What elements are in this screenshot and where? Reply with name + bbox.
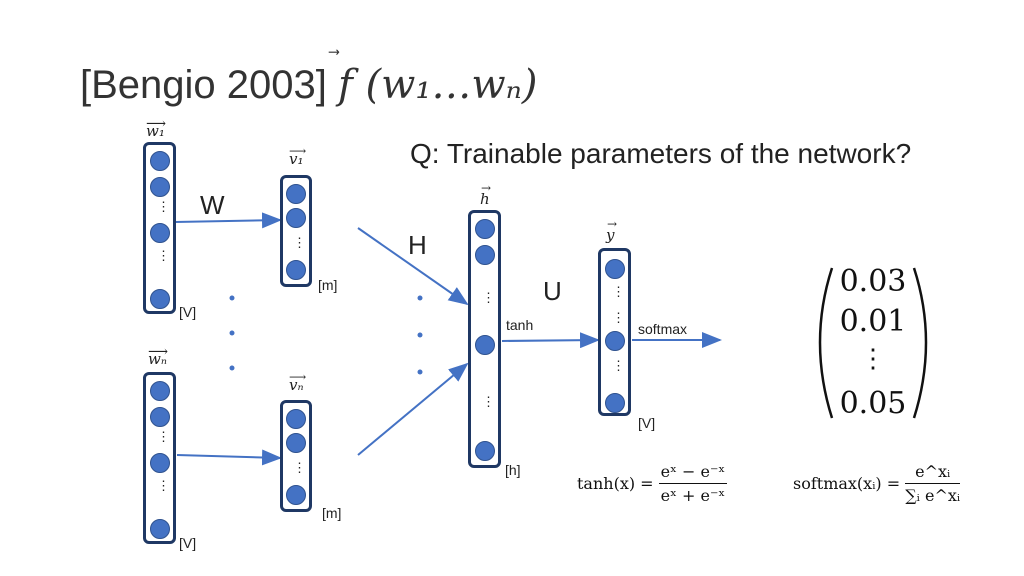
output-layer-y: ⋮ ⋮ ⋮ bbox=[598, 248, 631, 416]
vertical-ellipsis-icon: ⋮ bbox=[293, 460, 306, 475]
input-vector-w1: ⋮ ⋮ bbox=[143, 142, 176, 314]
label-weight-U: U bbox=[543, 276, 562, 306]
probability-value: 0.03 bbox=[839, 264, 907, 299]
neuron bbox=[605, 393, 625, 413]
h-arrow-icon: → bbox=[481, 181, 492, 195]
vertical-ellipsis-icon: ⋮ bbox=[482, 290, 495, 305]
dim-label-mn: [m] bbox=[322, 505, 342, 521]
question-text: Q: Trainable parameters of the network? bbox=[410, 138, 912, 169]
y-arrow-icon: → bbox=[607, 217, 618, 231]
neuron bbox=[286, 433, 306, 453]
arrow-vn-h bbox=[357, 362, 469, 456]
tanh-numerator: eˣ − e⁻ˣ bbox=[658, 462, 728, 484]
ellipsis-dot bbox=[417, 295, 423, 301]
dim-label-m1: [m] bbox=[318, 277, 338, 293]
probability-value: 0.05 bbox=[839, 386, 907, 421]
dim-label-Vn: [V] bbox=[179, 535, 197, 551]
probability-ellipsis: ⋮ bbox=[860, 344, 886, 374]
vertical-ellipsis-icon: ⋮ bbox=[612, 358, 625, 373]
neuron bbox=[605, 259, 625, 279]
neuron bbox=[286, 485, 306, 505]
softmax-formula: softmax(xᵢ) = e^xᵢ ∑ᵢ e^xᵢ bbox=[793, 462, 961, 505]
matrix-left-paren bbox=[818, 267, 834, 419]
tanh-fraction: eˣ − e⁻ˣ eˣ + e⁻ˣ bbox=[658, 462, 728, 505]
ellipsis-dot bbox=[229, 365, 235, 371]
softmax-fraction: e^xᵢ ∑ᵢ e^xᵢ bbox=[905, 462, 961, 505]
neuron bbox=[475, 219, 495, 239]
label-tanh: tanh bbox=[506, 317, 534, 333]
vertical-ellipsis-icon: ⋮ bbox=[157, 199, 170, 214]
arrow-v1-h bbox=[357, 227, 469, 306]
tanh-denominator: eˣ + e⁻ˣ bbox=[660, 486, 726, 505]
neuron bbox=[286, 184, 306, 204]
ellipsis-dot bbox=[417, 332, 423, 338]
neuron bbox=[150, 151, 170, 171]
neuron bbox=[150, 519, 170, 539]
dim-label-Vy: [V] bbox=[638, 415, 656, 431]
title-func-symbol: f bbox=[338, 62, 353, 108]
vertical-ellipsis-icon: ⋮ bbox=[612, 310, 625, 325]
arrow-h-y bbox=[501, 332, 600, 349]
embedding-vector-v1: ⋮ bbox=[280, 175, 312, 287]
neuron bbox=[150, 381, 170, 401]
embedding-vector-vn: ⋮ bbox=[280, 400, 312, 512]
arrow-wn-vn bbox=[176, 449, 282, 466]
matrix-right-paren bbox=[912, 267, 928, 419]
title-citation: [Bengio 2003] bbox=[80, 63, 327, 107]
vertical-ellipsis-icon: ⋮ bbox=[293, 235, 306, 250]
label-v1: ⟶ v₁ bbox=[289, 144, 307, 168]
neuron bbox=[286, 208, 306, 228]
tanh-formula: tanh(x) = eˣ − e⁻ˣ eˣ + e⁻ˣ bbox=[577, 462, 728, 505]
neuron bbox=[475, 441, 495, 461]
output-probability-vector: 0.03 0.01 ⋮ 0.05 bbox=[812, 262, 934, 422]
wn-arrow-icon: ⟶ bbox=[148, 344, 169, 360]
label-vn: ⟶ vₙ bbox=[289, 370, 307, 394]
neuron bbox=[286, 409, 306, 429]
label-wn: ⟶ wₙ bbox=[148, 344, 169, 368]
arrow-w1-v1 bbox=[174, 212, 282, 229]
vertical-ellipsis-icon: ⋮ bbox=[157, 248, 170, 263]
title-args: (w₁…wₙ) bbox=[365, 62, 538, 108]
neuron bbox=[150, 407, 170, 427]
softmax-denominator: ∑ᵢ e^xᵢ bbox=[905, 486, 961, 505]
w1-arrow-icon: ⟶ bbox=[146, 116, 167, 132]
tanh-formula-lhs: tanh(x) = bbox=[577, 474, 654, 493]
vertical-ellipsis-icon: ⋮ bbox=[482, 394, 495, 409]
input-vector-wn: ⋮ ⋮ bbox=[143, 372, 176, 544]
neuron bbox=[475, 245, 495, 265]
title-function: f⃗ bbox=[338, 62, 366, 108]
v1-arrow-icon: ⟶ bbox=[289, 144, 307, 158]
label-weight-W: W bbox=[200, 190, 225, 220]
vn-arrow-icon: ⟶ bbox=[289, 370, 307, 384]
neuron bbox=[605, 331, 625, 351]
neuron bbox=[150, 453, 170, 473]
neuron bbox=[150, 223, 170, 243]
dim-label-V1: [V] bbox=[179, 304, 197, 320]
softmax-numerator: e^xᵢ bbox=[905, 462, 961, 484]
vertical-ellipsis-icon: ⋮ bbox=[157, 429, 170, 444]
label-weight-H: H bbox=[408, 230, 427, 260]
page-title: [Bengio 2003] f⃗ (w₁…wₙ) bbox=[80, 62, 537, 108]
softmax-formula-lhs: softmax(xᵢ) = bbox=[793, 474, 901, 493]
label-h: → h bbox=[480, 181, 492, 208]
ellipsis-dot bbox=[417, 369, 423, 375]
vertical-ellipsis-icon: ⋮ bbox=[612, 284, 625, 299]
label-y: → y bbox=[606, 217, 618, 244]
label-w1: ⟶ w₁ bbox=[146, 116, 167, 140]
neuron bbox=[150, 289, 170, 309]
dim-label-h: [h] bbox=[505, 462, 521, 478]
neuron bbox=[150, 177, 170, 197]
probability-value: 0.01 bbox=[839, 304, 907, 339]
ellipsis-dot bbox=[229, 330, 235, 336]
ellipsis-dot bbox=[229, 295, 235, 301]
vertical-ellipsis-icon: ⋮ bbox=[157, 478, 170, 493]
label-softmax: softmax bbox=[638, 321, 688, 337]
hidden-layer-h: ⋮ ⋮ bbox=[468, 210, 501, 468]
neuron bbox=[286, 260, 306, 280]
neuron bbox=[475, 335, 495, 355]
